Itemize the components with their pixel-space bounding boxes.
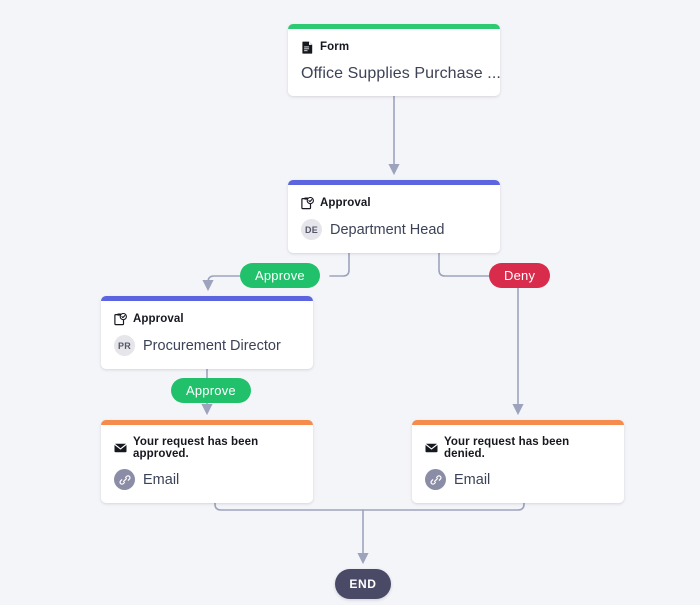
link-icon: [114, 469, 135, 490]
node-header: Approval: [114, 312, 300, 326]
node-approval-procurement-director[interactable]: Approval PR Procurement Director: [101, 296, 313, 369]
node-accent-bar: [101, 420, 313, 425]
node-accent-bar: [288, 24, 500, 29]
node-assignee-label: Procurement Director: [143, 337, 281, 354]
node-channel-label: Email: [143, 471, 180, 488]
badge-approve-procurement-director[interactable]: Approve: [171, 378, 251, 403]
node-email-approved[interactable]: Your request has been approved. Email: [101, 420, 313, 503]
node-header-label: Your request has been approved.: [133, 436, 259, 460]
node-channel-row: Email: [425, 469, 611, 490]
node-accent-bar: [101, 296, 313, 301]
node-form[interactable]: Form Office Supplies Purchase ...: [288, 24, 500, 96]
envelope-icon: [425, 441, 438, 455]
badge-approve-department-head[interactable]: Approve: [240, 263, 320, 288]
node-header-label: Approval: [320, 197, 371, 209]
node-form-title: Office Supplies Purchase ...: [301, 65, 500, 82]
document-icon: [301, 40, 314, 54]
node-assignee-row: DE Department Head: [301, 219, 487, 240]
node-header: Form: [301, 40, 487, 54]
node-end[interactable]: END: [335, 569, 391, 599]
node-body: Approval PR Procurement Director: [101, 301, 313, 369]
badge-deny-department-head[interactable]: Deny: [489, 263, 551, 288]
node-header-label: Approval: [133, 313, 184, 325]
link-icon: [425, 469, 446, 490]
envelope-icon: [114, 441, 127, 455]
node-header-label: Form: [320, 41, 350, 53]
node-channel-label: Email: [454, 471, 491, 488]
node-body: Your request has been denied. Email: [412, 425, 624, 503]
node-accent-bar: [412, 420, 624, 425]
node-header: Your request has been approved.: [114, 436, 300, 460]
node-email-denied[interactable]: Your request has been denied. Email: [412, 420, 624, 503]
node-header: Approval: [301, 196, 487, 210]
node-assignee-row: PR Procurement Director: [114, 335, 300, 356]
node-header-label: Your request has been denied.: [444, 436, 570, 460]
avatar: PR: [114, 335, 135, 356]
edge-approve-to-procurement: [202, 275, 241, 292]
avatar: DE: [301, 219, 322, 240]
node-assignee-label: Department Head: [330, 221, 445, 238]
node-header: Your request has been denied.: [425, 436, 611, 460]
node-body: Approval DE Department Head: [288, 185, 500, 253]
clipboard-check-icon: [301, 196, 314, 210]
node-channel-row: Email: [114, 469, 300, 490]
node-body: Your request has been approved. Email: [101, 425, 313, 503]
node-body: Form Office Supplies Purchase ...: [288, 29, 500, 96]
node-accent-bar: [288, 180, 500, 185]
node-approval-department-head[interactable]: Approval DE Department Head: [288, 180, 500, 253]
clipboard-check-icon: [114, 312, 127, 326]
